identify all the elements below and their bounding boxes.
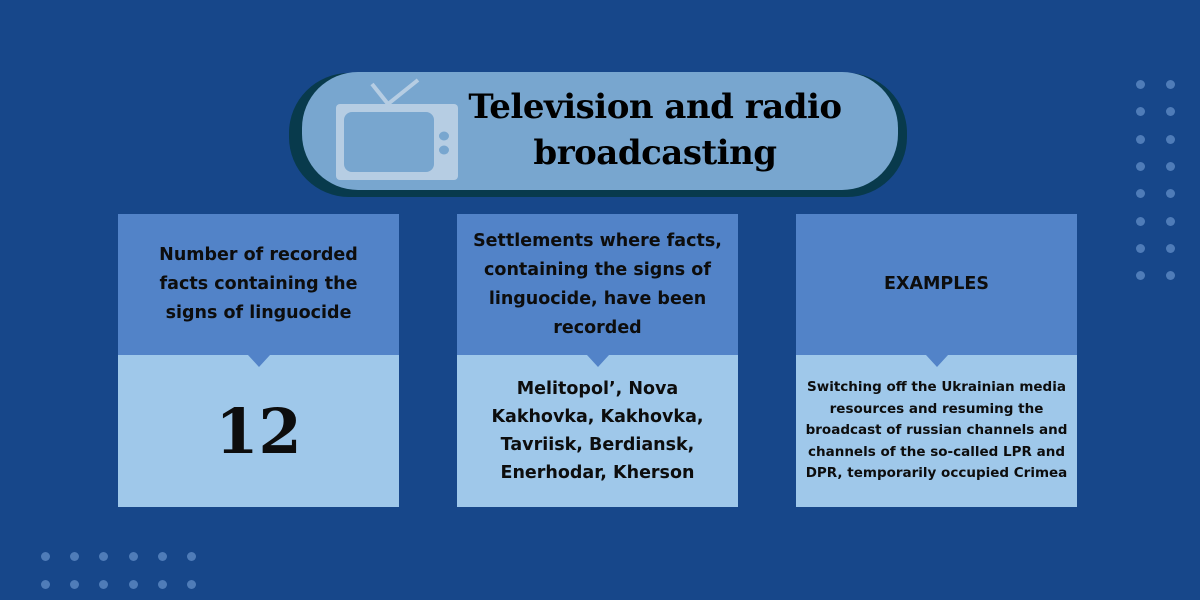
dot (1166, 271, 1175, 281)
dot (157, 580, 167, 589)
dot (1136, 80, 1145, 89)
dot (1136, 271, 1145, 281)
dot (41, 552, 50, 561)
dot (1136, 189, 1145, 199)
dot (1166, 189, 1175, 199)
card-value: Switching off the Ukrainian media resour… (796, 355, 1077, 507)
dot (41, 580, 50, 589)
dot (187, 552, 196, 561)
dot (1136, 161, 1145, 171)
card-value: Melitopol’, Nova Kakhovka, Kakhovka, Tav… (457, 355, 738, 507)
card-settlements: Settlements where facts, containing the … (457, 214, 738, 507)
dot (128, 580, 138, 589)
card-heading: Number of recorded facts containing the … (118, 214, 399, 367)
dot (1166, 134, 1175, 144)
dot (1136, 216, 1145, 226)
dot (1136, 134, 1145, 144)
card-recorded-facts: Number of recorded facts containing the … (118, 214, 399, 507)
page-title: Television and radio broadcasting (468, 87, 842, 173)
dot (1166, 80, 1175, 89)
dot (70, 580, 80, 589)
card-value: 12 (118, 355, 399, 507)
card-examples: EXAMPLES Switching off the Ukrainian med… (796, 214, 1077, 507)
dot (128, 552, 138, 561)
dot (1166, 161, 1175, 171)
dot (99, 552, 109, 561)
dot (1136, 243, 1145, 253)
tv-icon (336, 78, 458, 180)
card-heading: Settlements where facts, containing the … (457, 214, 738, 367)
dot (99, 580, 109, 589)
dot (157, 552, 167, 561)
dot (1166, 243, 1175, 253)
dot (1166, 107, 1175, 117)
card-heading: EXAMPLES (796, 214, 1077, 367)
dot (1136, 107, 1145, 117)
dot (70, 552, 80, 561)
dot (1166, 216, 1175, 226)
dot (187, 580, 196, 589)
